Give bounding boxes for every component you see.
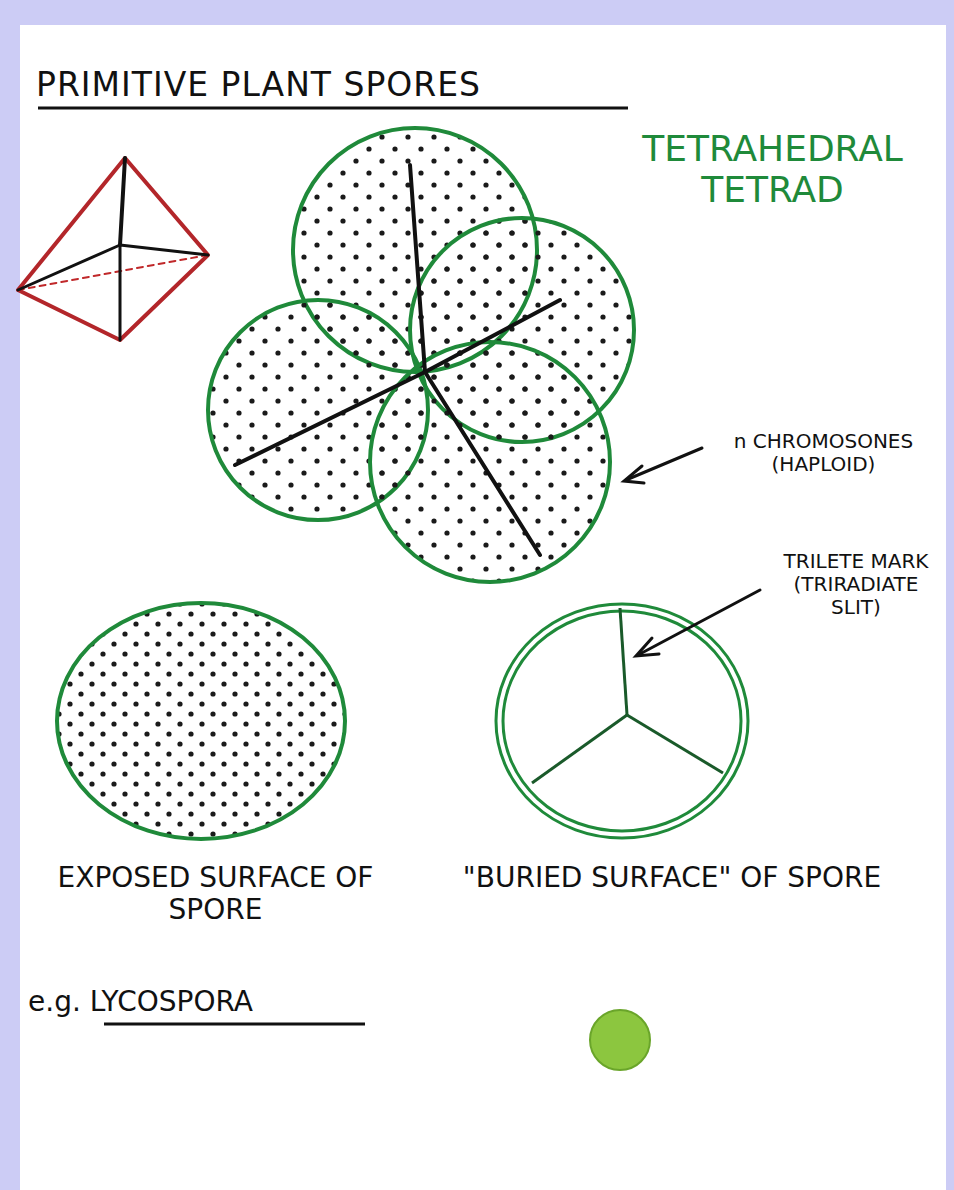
buried-spore (496, 604, 748, 838)
page-title: PRIMITIVE PLANT SPORES (36, 66, 636, 104)
tetrahedron-sketch (18, 158, 208, 340)
trilete-label: TRILETE MARK (TRIRADIATE SLIT) (770, 550, 942, 619)
tetrad-spores (208, 128, 634, 582)
exposed-caption: EXPOSED SURFACE OF SPORE (28, 862, 403, 926)
tetrad-axes (235, 165, 560, 555)
example-label: e.g. LYCOSPORA (28, 986, 408, 1018)
heading-label: TETRAHEDRAL TETRAD (600, 128, 945, 211)
chromosome-note: n CHROMOSONES (HAPLOID) (706, 430, 941, 476)
exposed-spore (57, 603, 345, 839)
leader-arrows (624, 448, 760, 656)
green-spore-dot (590, 1010, 650, 1070)
buried-caption: "BURIED SURFACE" OF SPORE (462, 862, 882, 894)
